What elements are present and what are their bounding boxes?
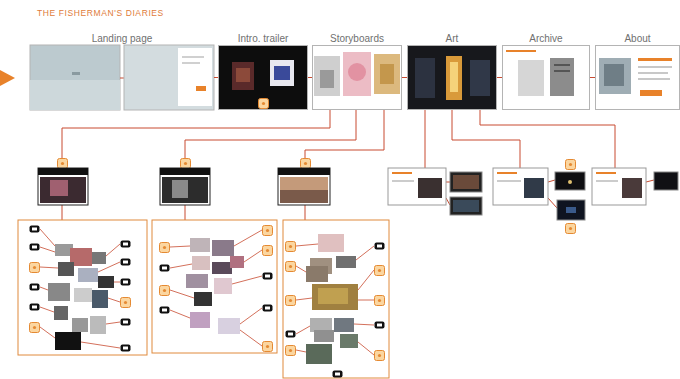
page-node: Landing page [30, 32, 214, 110]
page-heading: Storyboards [312, 32, 402, 45]
page-heading: Landing page [30, 32, 214, 45]
entry-arrow [0, 70, 15, 86]
scene-thumbnails [48, 234, 358, 364]
page-thumbnail-frame [30, 45, 214, 110]
leader-lines [40, 229, 374, 355]
page-node: Archive [502, 32, 590, 110]
branch-lines [62, 110, 654, 220]
page-thumbnail-frame [312, 45, 402, 110]
section-thumbnails [38, 168, 678, 220]
page-heading: Intro. trailer [218, 32, 308, 45]
page-thumbnails [30, 45, 680, 110]
page-thumbnail-frame [407, 45, 497, 110]
page-heading: About [595, 32, 680, 45]
page-thumbnail-frame [218, 45, 308, 110]
page-node: Art [407, 32, 497, 110]
page-thumbnail-frame [502, 45, 590, 110]
page-heading: Art [407, 32, 497, 45]
page-heading: Archive [502, 32, 590, 45]
page-thumbnail-frame [595, 45, 680, 110]
page-node: Storyboards [312, 32, 402, 110]
page-node: Intro. trailer [218, 32, 308, 110]
annotation-tags [30, 226, 385, 378]
page-node: About [595, 32, 680, 110]
diagram-title: THE FISHERMAN'S DIARIES [37, 8, 164, 18]
storyboard-groups [18, 220, 389, 378]
